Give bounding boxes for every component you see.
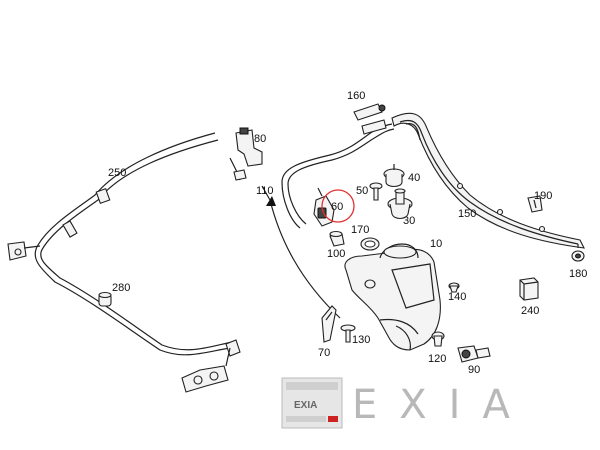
label-10: 10 [430,238,442,250]
part-40 [383,164,405,188]
label-250: 250 [108,167,126,179]
label-80: 80 [254,133,266,145]
part-140 [448,282,460,293]
label-130: 130 [352,334,370,346]
label-120: 120 [428,353,446,365]
label-90: 90 [468,364,480,376]
label-110: 110 [256,185,274,197]
label-180: 180 [569,268,587,280]
part-100 [329,230,345,247]
part-190 [527,195,543,213]
part-80-nozzle [229,127,263,181]
arrow-110-head [266,196,276,206]
exia-logo: EXIA EXIA [281,377,532,429]
logo-badge-text: EXIA [294,400,317,411]
arrow-110 [269,199,341,319]
part-150-seal [391,112,585,249]
label-240: 240 [521,305,539,317]
label-140: 140 [448,291,466,303]
part-240 [519,277,539,301]
part-130 [340,324,356,343]
label-100: 100 [327,248,345,260]
label-60: 60 [331,201,343,213]
part-160 [353,103,387,135]
label-50: 50 [356,185,368,197]
label-30: 30 [403,215,415,227]
label-190: 190 [534,190,552,202]
highlight-circle [321,189,355,223]
logo-wordmark: EXIA [352,382,532,428]
part-50 [369,182,383,201]
label-160: 160 [347,90,365,102]
part-90 [457,345,491,363]
part-10-reservoir [344,243,441,351]
part-280 [98,291,112,307]
hose-250 [7,132,241,393]
part-170 [360,237,380,251]
part-30 [387,188,413,220]
label-70: 70 [318,347,330,359]
label-280: 280 [112,282,130,294]
part-120 [431,331,445,347]
part-180 [571,244,585,262]
part-70 [321,305,337,343]
logo-accent [328,416,338,422]
label-170: 170 [351,224,369,236]
label-150: 150 [458,208,476,220]
label-40: 40 [408,172,420,184]
